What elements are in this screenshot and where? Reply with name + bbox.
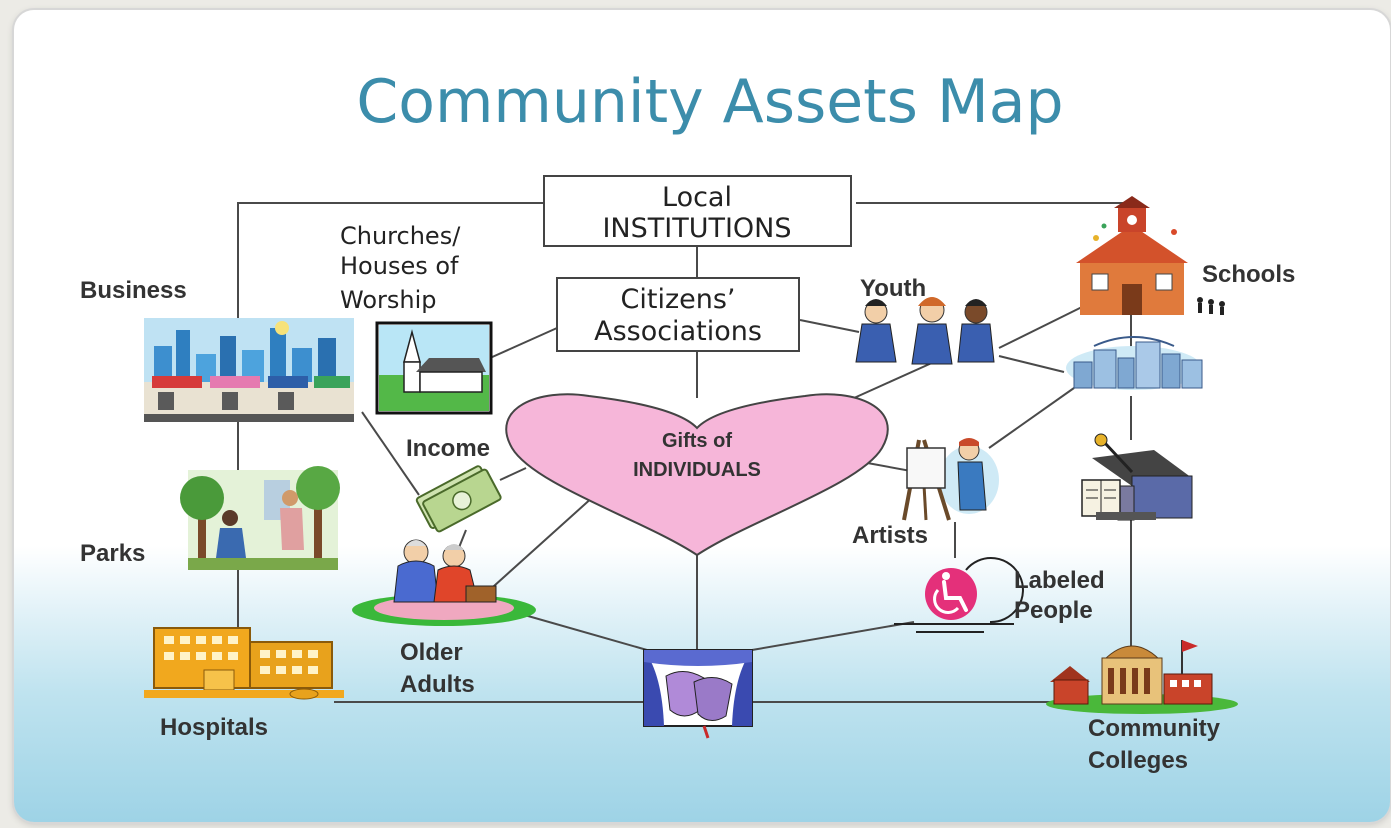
- local-institutions-box: Local INSTITUTIONS: [543, 175, 852, 247]
- schoolhouse-icon: [1076, 196, 1225, 315]
- students-icon: [855, 297, 995, 365]
- citizens-associations-line1: Citizens’: [621, 284, 736, 315]
- churches-label-line1: Churches/: [340, 222, 461, 250]
- hospital-building-icon: [144, 627, 344, 700]
- local-institutions-line2: INSTITUTIONS: [602, 213, 791, 244]
- local-institutions-line1: Local: [662, 182, 732, 213]
- parks-label: Parks: [80, 540, 145, 567]
- citizens-associations-line2: Associations: [594, 316, 762, 347]
- gifts-of-individuals-heart: Gifts of INDIVIDUALS: [505, 393, 889, 557]
- park-gardening-icon: [180, 466, 340, 570]
- heart-line2: INDIVIDUALS: [633, 459, 761, 481]
- church-icon: [375, 321, 493, 415]
- older-adults-label-line1: Older: [400, 639, 463, 666]
- older-adults-label-line2: Adults: [400, 671, 475, 698]
- labeled-people-label-line2: People: [1014, 597, 1093, 624]
- labeled-people-label-line1: Labeled: [1014, 567, 1105, 594]
- wheelchair-icon: [894, 557, 1024, 633]
- page-title: Community Assets Map: [356, 67, 1063, 137]
- heart-line1: Gifts of: [662, 430, 732, 452]
- theater-masks-icon: [643, 649, 753, 739]
- churches-label-line2: Houses of: [340, 252, 459, 280]
- slide: Community Assets Map Local INSTITUTIONS: [14, 10, 1390, 822]
- citizens-associations-box: Citizens’ Associations: [556, 277, 800, 352]
- community-colleges-label-line1: Community: [1088, 715, 1221, 742]
- business-label: Business: [80, 277, 187, 304]
- artist-easel-icon: [902, 438, 999, 521]
- schools-label: Schools: [1202, 261, 1295, 288]
- library-building-icon: [1081, 433, 1193, 521]
- artists-label: Artists: [852, 522, 928, 549]
- churches-label-line3: Worship: [340, 286, 437, 314]
- hospitals-label: Hospitals: [160, 714, 268, 741]
- youth-label: Youth: [860, 275, 926, 302]
- money-icon: [415, 465, 502, 533]
- community-colleges-label-line2: Colleges: [1088, 747, 1188, 774]
- older-adults-picnic-icon: [352, 539, 536, 626]
- city-storefront-icon: [144, 318, 354, 422]
- connector-lines: [237, 202, 1132, 703]
- city-skyline-icon: [1066, 336, 1203, 390]
- income-label: Income: [406, 435, 490, 462]
- college-campus-icon: [1046, 640, 1238, 714]
